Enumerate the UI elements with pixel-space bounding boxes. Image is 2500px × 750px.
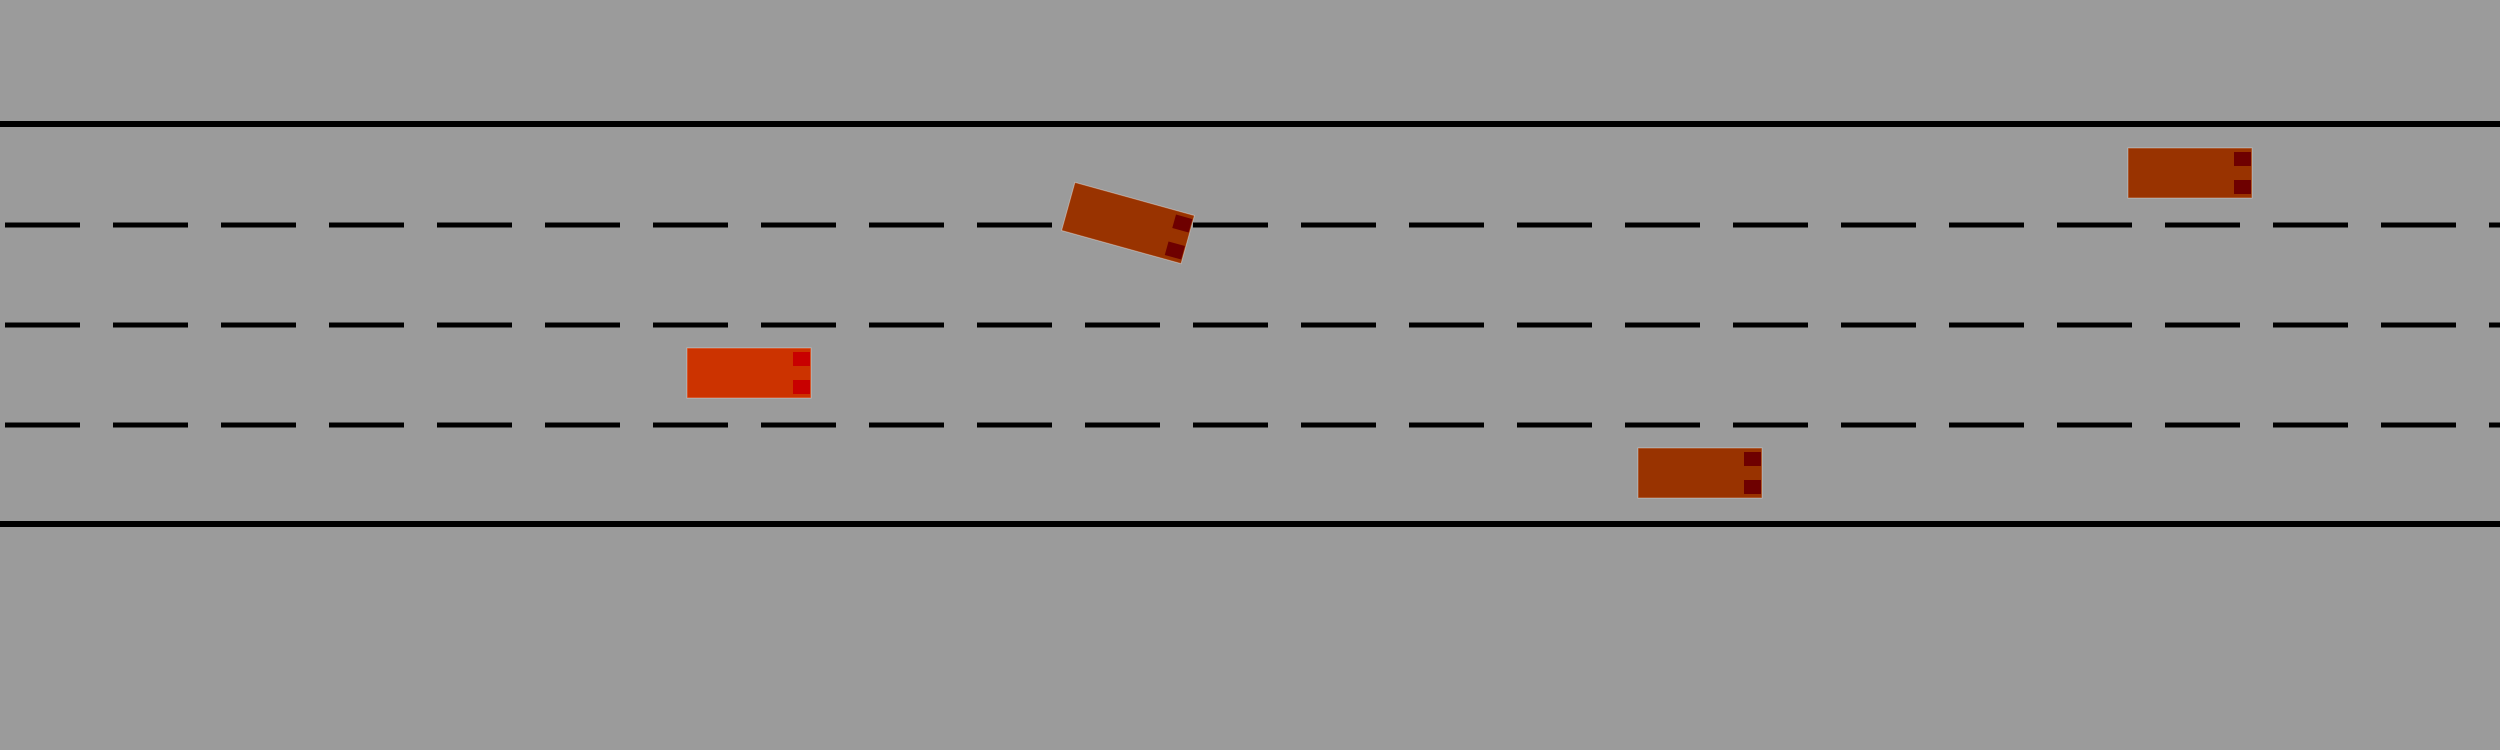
vehicle-top-right (2127, 147, 2253, 199)
vehicle-bottom-lane (1637, 447, 1763, 499)
vehicle-body (2127, 147, 2253, 199)
vehicle-body (1060, 181, 1196, 265)
vehicle-light-right (1164, 241, 1185, 260)
vehicle-lane-changing (1060, 181, 1196, 265)
ego-vehicle-body (686, 347, 812, 399)
vehicle-light-right (1744, 480, 1761, 494)
ego-vehicle-headlight-right (793, 380, 810, 394)
vehicle-light-left (1744, 452, 1761, 466)
vehicle-light-right (2234, 180, 2251, 194)
vehicle-body (1637, 447, 1763, 499)
vehicle-light-left (2234, 152, 2251, 166)
ego-vehicle (686, 347, 812, 399)
vehicle-light-left (1172, 214, 1193, 233)
ego-vehicle-headlight-left (793, 352, 810, 366)
